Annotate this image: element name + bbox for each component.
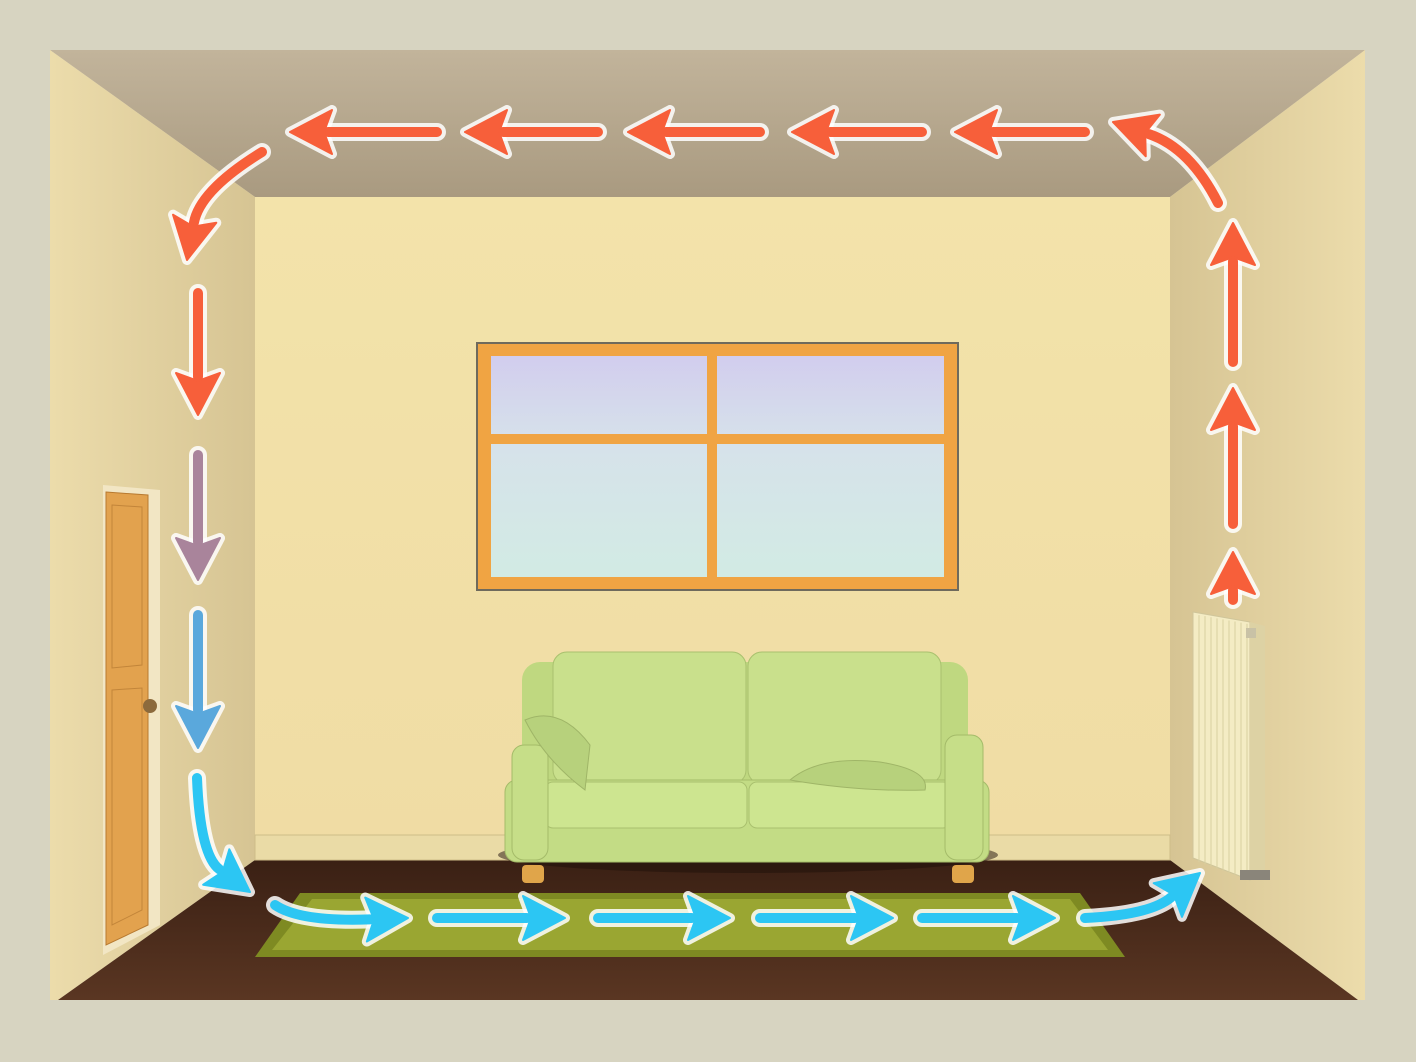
door <box>103 485 160 955</box>
warm-air-arrow-icon <box>950 105 1094 159</box>
cool-air-arrow-icon <box>188 769 255 897</box>
transition-air-arrow-icon <box>171 606 225 753</box>
air-flow-arrows <box>168 105 1260 947</box>
sofa <box>498 651 998 883</box>
cool-air-arrow-icon <box>1076 868 1205 927</box>
warm-air-arrow-icon <box>1206 547 1260 609</box>
cool-air-arrow-icon <box>266 892 413 947</box>
warm-air-arrow-icon <box>460 105 607 159</box>
radiator <box>1192 611 1270 881</box>
warm-air-arrow-icon <box>623 105 769 159</box>
warm-air-arrow-icon <box>285 105 446 159</box>
warm-air-arrow-icon <box>1108 109 1227 212</box>
cool-air-arrow-icon <box>751 891 898 945</box>
cool-air-arrow-icon <box>589 891 735 945</box>
window <box>476 342 959 591</box>
warm-air-arrow-icon <box>171 284 225 420</box>
cool-air-arrow-icon <box>428 891 570 945</box>
warm-air-arrow-icon <box>1206 218 1260 371</box>
warm-air-arrow-icon <box>787 105 931 159</box>
warm-air-arrow-icon <box>1206 383 1260 533</box>
transition-air-arrow-icon <box>171 446 225 585</box>
warm-air-arrow-icon <box>168 143 271 265</box>
cool-air-arrow-icon <box>913 891 1060 945</box>
